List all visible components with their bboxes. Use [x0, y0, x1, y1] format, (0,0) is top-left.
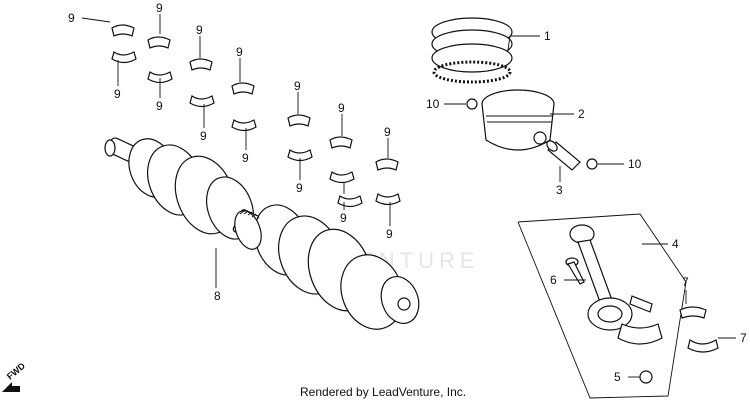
callout-9: 9	[384, 125, 391, 139]
bearing-shell-upper[interactable]	[287, 114, 311, 127]
bearing-shell-lower[interactable]	[337, 195, 363, 208]
piston-pin[interactable]	[545, 139, 581, 171]
fwd-text: FWD	[5, 360, 28, 381]
callout-9: 9	[196, 23, 203, 37]
bearing-shell-lower[interactable]	[287, 149, 313, 162]
crankshaft[interactable]	[104, 132, 425, 338]
callout-6: 6	[550, 273, 557, 287]
callout-9: 9	[156, 99, 163, 113]
callout-9: 9	[386, 227, 393, 241]
callout-7: 7	[682, 275, 689, 289]
conrod-bearing-upper[interactable]	[679, 306, 707, 319]
bearing-shell-lower[interactable]	[147, 71, 173, 84]
callout-9: 9	[156, 1, 163, 15]
bearing-shell-lower[interactable]	[111, 51, 137, 64]
callout-9: 9	[294, 79, 301, 93]
callout-2: 2	[578, 107, 585, 121]
callout-4: 4	[672, 237, 679, 251]
callout-labels: 9 9 9 9 9 9 9 9 9 9 9 9 9 9 8 1 2 10 10 …	[68, 1, 747, 384]
bearing-shell-lower[interactable]	[329, 171, 355, 184]
forward-direction-marker: FWD	[2, 360, 27, 392]
bearing-shell-upper[interactable]	[111, 24, 135, 37]
callout-10: 10	[628, 157, 642, 171]
callout-10: 10	[426, 97, 440, 111]
callout-1: 1	[544, 29, 551, 43]
piston[interactable]	[481, 89, 555, 151]
callout-3: 3	[556, 183, 563, 197]
connecting-rod[interactable]	[569, 224, 663, 345]
credit-text: Rendered by LeadVenture, Inc.	[300, 385, 466, 399]
piston-pin-clip[interactable]	[586, 158, 598, 170]
bearing-shell-lower[interactable]	[189, 95, 215, 108]
callout-7: 7	[740, 331, 747, 345]
callout-9: 9	[338, 101, 345, 115]
callout-9: 9	[114, 87, 121, 101]
leader-lines	[81, 14, 736, 378]
bearing-shell-upper[interactable]	[231, 82, 255, 95]
callout-9: 9	[68, 11, 75, 25]
bearing-shells	[111, 24, 401, 208]
bearing-shell-upper[interactable]	[375, 158, 399, 171]
callout-9: 9	[200, 129, 207, 143]
callout-9: 9	[296, 181, 303, 195]
bearing-shell-upper[interactable]	[329, 136, 353, 149]
conrod-bearing-lower[interactable]	[687, 339, 719, 353]
conrod-bolt[interactable]	[565, 257, 585, 285]
conrod-nut[interactable]	[639, 370, 653, 384]
callout-9: 9	[242, 151, 249, 165]
piston-pin-clip[interactable]	[466, 98, 478, 110]
bearing-shell-lower[interactable]	[231, 119, 257, 132]
piston-ring-set[interactable]	[431, 17, 513, 84]
crankshaft-gear[interactable]	[230, 207, 266, 253]
callout-9: 9	[340, 211, 347, 225]
callout-5: 5	[614, 370, 621, 384]
callout-8: 8	[214, 289, 221, 303]
callout-9: 9	[236, 45, 243, 59]
conrod-assembly-bracket	[517, 213, 687, 399]
bearing-shell-lower[interactable]	[375, 193, 401, 206]
bearing-shell-upper[interactable]	[189, 58, 213, 71]
bearing-shell-upper[interactable]	[147, 36, 171, 49]
